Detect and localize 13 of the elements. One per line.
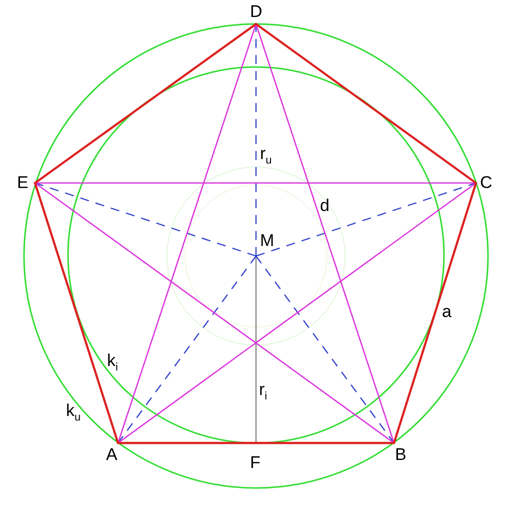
point-label: k$_{i}$ bbox=[107, 352, 118, 374]
point-label: k$_{u}$ bbox=[66, 402, 81, 424]
point-label: B bbox=[395, 446, 406, 463]
point-label: F bbox=[250, 454, 260, 471]
point-label: C bbox=[480, 174, 492, 191]
point-label: d bbox=[320, 197, 330, 214]
point-label: r$_{i}$ bbox=[259, 381, 268, 402]
point-label: D bbox=[250, 3, 262, 20]
point-label: a bbox=[442, 303, 452, 320]
point-label: A bbox=[106, 446, 118, 463]
point-label: M bbox=[260, 232, 274, 249]
point-label: E bbox=[17, 174, 28, 191]
point-label: r$_{u}$ bbox=[260, 145, 272, 166]
